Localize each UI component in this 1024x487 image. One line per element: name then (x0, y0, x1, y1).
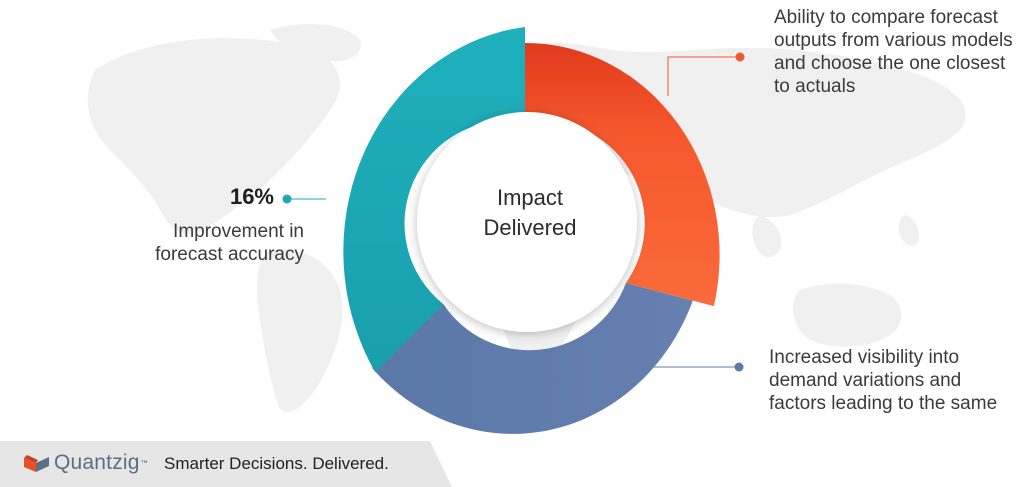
donut-center (417, 112, 637, 332)
quantzig-logo-icon (24, 455, 49, 472)
center-label: Impact Delivered (445, 183, 615, 243)
connector-dot-compare (735, 52, 745, 62)
segment-compare (525, 42, 720, 307)
segment-visibility (372, 283, 693, 434)
brand-name: Quantzig (54, 451, 140, 474)
footer-bar (0, 441, 452, 487)
callout-visibility: Increased visibility into demand variati… (769, 347, 998, 414)
footer-tagline: Smarter Decisions. Delivered. (164, 454, 389, 473)
connector-dot-visibility (734, 362, 744, 372)
brand-trademark: ™ (140, 459, 148, 467)
connector-compare (667, 56, 740, 96)
center-label-line1: Impact (496, 185, 564, 210)
center-label-line2: Delivered (483, 215, 577, 240)
segment-accuracy (343, 27, 525, 373)
connector-dot-accuracy (282, 194, 292, 204)
accuracy-stat-value: 16% (229, 184, 274, 209)
callout-compare: Ability to compare forecast outputs from… (774, 7, 1013, 97)
callout-accuracy: Improvement in forecast accuracy (155, 221, 304, 265)
